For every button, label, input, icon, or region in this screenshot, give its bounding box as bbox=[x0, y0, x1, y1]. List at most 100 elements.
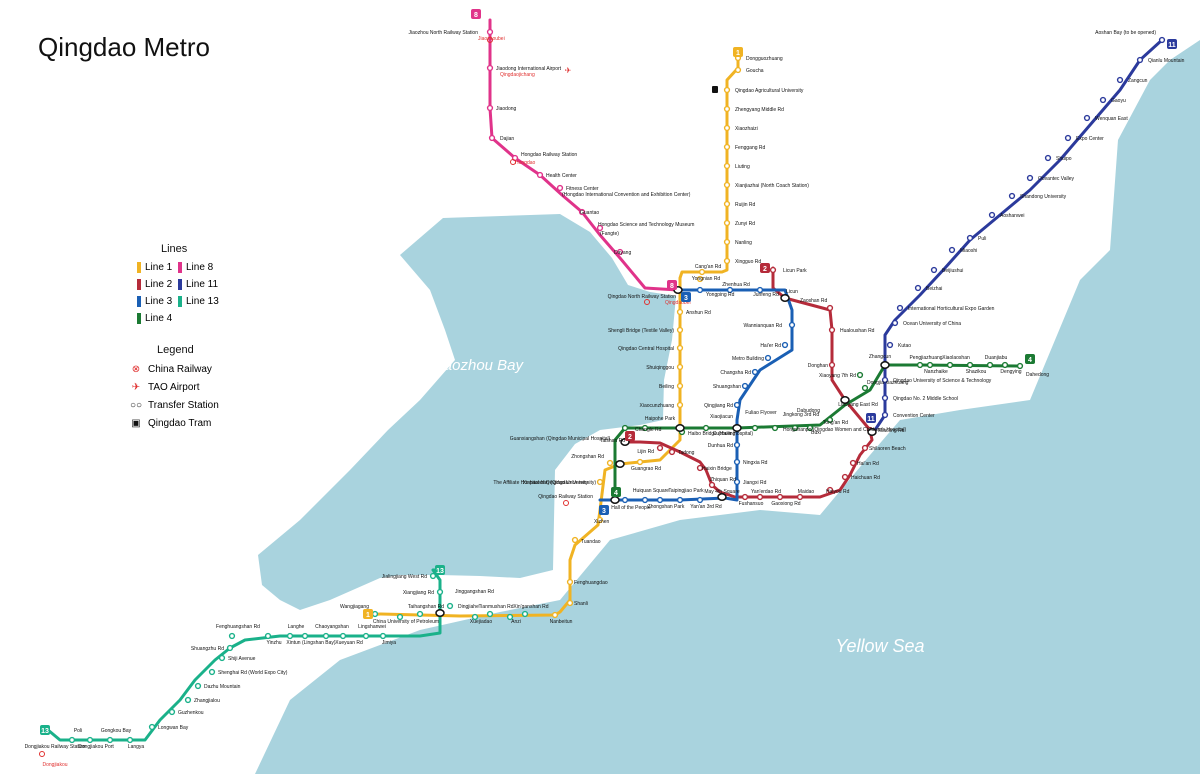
station-dot[interactable] bbox=[1136, 56, 1144, 64]
station-dot[interactable] bbox=[578, 208, 586, 216]
station-dot[interactable] bbox=[733, 441, 741, 449]
station-dot[interactable] bbox=[566, 578, 574, 586]
station-dot[interactable] bbox=[966, 361, 974, 369]
station-dot[interactable] bbox=[551, 611, 559, 619]
station-dot[interactable] bbox=[616, 248, 624, 256]
station-dot[interactable] bbox=[506, 613, 514, 621]
station-dot[interactable] bbox=[841, 473, 849, 481]
station-dot[interactable] bbox=[106, 736, 114, 744]
transfer-station[interactable] bbox=[840, 396, 850, 404]
station-dot[interactable] bbox=[168, 708, 176, 716]
station-dot[interactable] bbox=[881, 394, 889, 402]
station-dot[interactable] bbox=[861, 384, 869, 392]
station-dot[interactable] bbox=[723, 162, 731, 170]
station-dot[interactable] bbox=[776, 493, 784, 501]
station-dot[interactable] bbox=[733, 401, 741, 409]
station-dot[interactable] bbox=[896, 304, 904, 312]
station-dot[interactable] bbox=[471, 613, 479, 621]
station-dot[interactable] bbox=[723, 86, 731, 94]
station-dot[interactable] bbox=[698, 268, 706, 276]
station-dot[interactable] bbox=[733, 458, 741, 466]
station-dot[interactable] bbox=[861, 444, 869, 452]
station-dot[interactable] bbox=[656, 444, 664, 452]
station-dot[interactable] bbox=[733, 478, 741, 486]
station-dot[interactable] bbox=[756, 493, 764, 501]
station-dot[interactable] bbox=[849, 459, 857, 467]
station-dot[interactable] bbox=[828, 361, 836, 369]
station-dot[interactable] bbox=[148, 723, 156, 731]
station-dot[interactable] bbox=[621, 496, 629, 504]
station-dot[interactable] bbox=[486, 64, 494, 72]
station-dot[interactable] bbox=[723, 143, 731, 151]
station-dot[interactable] bbox=[769, 266, 777, 274]
transfer-station[interactable] bbox=[867, 428, 877, 436]
station-dot[interactable] bbox=[641, 496, 649, 504]
station-dot[interactable] bbox=[396, 613, 404, 621]
station-dot[interactable] bbox=[926, 361, 934, 369]
station-dot[interactable] bbox=[86, 736, 94, 744]
station-dot[interactable] bbox=[916, 361, 924, 369]
station-dot[interactable] bbox=[596, 224, 604, 232]
station-dot[interactable] bbox=[556, 184, 564, 192]
station-dot[interactable] bbox=[723, 238, 731, 246]
station-dot[interactable] bbox=[891, 319, 899, 327]
station-dot[interactable] bbox=[668, 448, 676, 456]
station-dot[interactable] bbox=[966, 234, 974, 242]
station-dot[interactable] bbox=[828, 326, 836, 334]
station-dot[interactable] bbox=[488, 134, 496, 142]
station-dot[interactable] bbox=[702, 424, 710, 432]
transfer-station[interactable] bbox=[435, 609, 445, 617]
station-dot[interactable] bbox=[184, 696, 192, 704]
station-dot[interactable] bbox=[1016, 362, 1024, 370]
station-dot[interactable] bbox=[771, 424, 779, 432]
station-dot[interactable] bbox=[696, 464, 704, 472]
station-dot[interactable] bbox=[723, 219, 731, 227]
station-dot[interactable] bbox=[676, 496, 684, 504]
station-dot[interactable] bbox=[486, 104, 494, 112]
station-dot[interactable] bbox=[596, 516, 604, 524]
station-dot[interactable] bbox=[881, 411, 889, 419]
station-dot[interactable] bbox=[751, 368, 759, 376]
station-dot[interactable] bbox=[764, 354, 772, 362]
station-dot[interactable] bbox=[948, 246, 956, 254]
station-dot[interactable] bbox=[708, 481, 716, 489]
station-dot[interactable] bbox=[826, 486, 834, 494]
station-dot[interactable] bbox=[856, 371, 864, 379]
station-dot[interactable] bbox=[696, 496, 704, 504]
station-dot[interactable] bbox=[606, 459, 614, 467]
transfer-station[interactable] bbox=[610, 496, 620, 504]
transfer-station[interactable] bbox=[717, 493, 727, 501]
station-dot[interactable] bbox=[1026, 174, 1034, 182]
station-dot[interactable] bbox=[930, 266, 938, 274]
station-dot[interactable] bbox=[826, 416, 834, 424]
station-dot[interactable] bbox=[621, 424, 629, 432]
station-dot[interactable] bbox=[1044, 154, 1052, 162]
station-dot[interactable] bbox=[126, 736, 134, 744]
transfer-station[interactable] bbox=[732, 424, 742, 432]
station-dot[interactable] bbox=[741, 493, 749, 501]
station-dot[interactable] bbox=[379, 632, 387, 640]
station-dot[interactable] bbox=[676, 401, 684, 409]
station-dot[interactable] bbox=[1099, 96, 1107, 104]
station-dot[interactable] bbox=[322, 632, 330, 640]
station-dot[interactable] bbox=[286, 632, 294, 640]
station-dot[interactable] bbox=[914, 284, 922, 292]
station-dot[interactable] bbox=[429, 572, 437, 580]
station-dot[interactable] bbox=[1083, 114, 1091, 122]
station-dot[interactable] bbox=[1064, 134, 1072, 142]
station-dot[interactable] bbox=[723, 200, 731, 208]
station-dot[interactable] bbox=[741, 382, 749, 390]
station-dot[interactable] bbox=[566, 599, 574, 607]
station-dot[interactable] bbox=[536, 171, 544, 179]
station-dot[interactable] bbox=[446, 602, 454, 610]
station-dot[interactable] bbox=[806, 424, 814, 432]
station-dot[interactable] bbox=[781, 341, 789, 349]
station-dot[interactable] bbox=[68, 736, 76, 744]
station-dot[interactable] bbox=[194, 682, 202, 690]
transfer-station[interactable] bbox=[615, 460, 625, 468]
station-dot[interactable] bbox=[1116, 76, 1124, 84]
station-dot[interactable] bbox=[723, 124, 731, 132]
station-dot[interactable] bbox=[826, 304, 834, 312]
station-dot[interactable] bbox=[371, 610, 379, 618]
station-dot[interactable] bbox=[362, 632, 370, 640]
